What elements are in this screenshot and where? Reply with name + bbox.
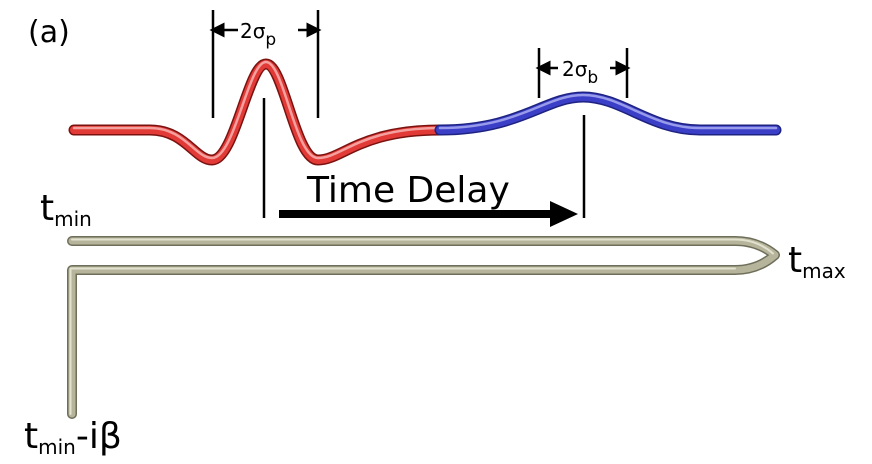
pump-pulse xyxy=(68,58,446,166)
sigma-p-label: 2σp xyxy=(240,19,276,50)
panel-label: (a) xyxy=(28,15,70,50)
sigma-p-annotation: 2σp xyxy=(209,10,322,118)
t-min-minus-i-beta-label: tmin-iβ xyxy=(24,416,122,459)
sigma-b-label: 2σb xyxy=(562,57,598,88)
time-delay-annotation: Time Delay xyxy=(262,98,586,227)
time-delay-label: Time Delay xyxy=(306,170,510,211)
time-delay-arrow-head xyxy=(550,201,578,227)
t-min-label: tmin xyxy=(40,188,92,231)
sigma-b-annotation: 2σb xyxy=(535,48,631,98)
t-max-label: tmax xyxy=(788,240,846,283)
probe-pulse xyxy=(434,91,782,136)
keldysh-contour xyxy=(67,236,780,419)
